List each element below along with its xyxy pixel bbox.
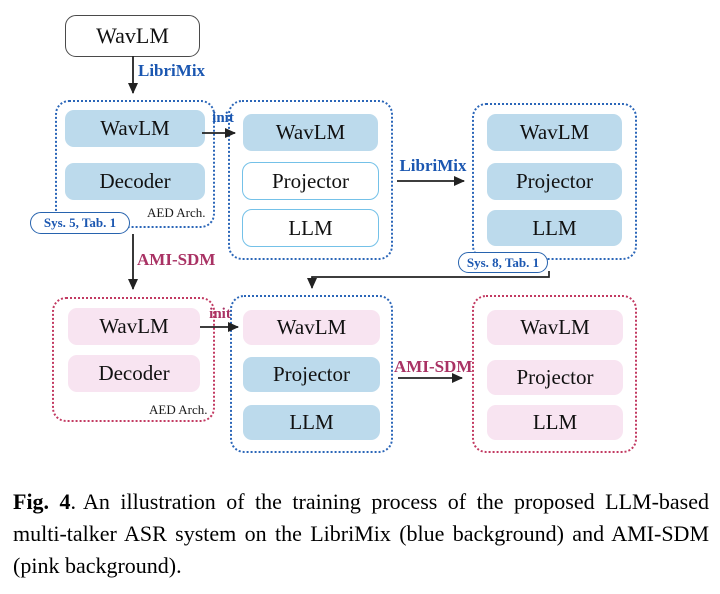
llm-librimix-trained-llm-block: LLM bbox=[487, 210, 622, 246]
amisdm-adapt-label: AMI-SDM bbox=[137, 250, 216, 269]
llm-librimix-init-llm-block: LLM bbox=[242, 209, 379, 247]
aed-amisdm-wavlm-block: WavLM bbox=[68, 308, 200, 345]
llm-amisdm-init-wavlm-block: WavLM bbox=[243, 310, 380, 345]
llm-amisdm-trained-llm-block: LLM bbox=[487, 405, 623, 440]
aed-librimix-decoder-block: Decoder bbox=[65, 163, 205, 200]
sys8-tab1-tag: Sys. 8, Tab. 1 bbox=[458, 252, 548, 273]
sys8-to-bottom-connector bbox=[307, 271, 550, 289]
aed-arch-label-bottom: AED Arch. bbox=[149, 402, 208, 417]
llm-librimix-trained-projector-block: Projector bbox=[487, 163, 622, 200]
aed-librimix-container bbox=[55, 100, 215, 228]
llm-librimix-init-container bbox=[228, 100, 393, 260]
llm-amisdm-trained-container bbox=[472, 295, 637, 453]
librimix-pretrain-label: LibriMix bbox=[138, 61, 206, 80]
aed-amisdm-container bbox=[52, 297, 215, 422]
init-bottom-label: init bbox=[209, 306, 231, 322]
llm-librimix-trained-container bbox=[472, 103, 637, 260]
sys5-tab1-tag: Sys. 5, Tab. 1 bbox=[30, 212, 130, 234]
amisdm-transfer-label: AMI-SDM bbox=[394, 357, 473, 376]
aed-amisdm-decoder-block: Decoder bbox=[68, 355, 200, 392]
init-top-label: init bbox=[212, 110, 234, 126]
aed-librimix-wavlm-block: WavLM bbox=[65, 110, 205, 147]
pretrained-wavlm-box: WavLM bbox=[65, 15, 200, 57]
figure-caption: Fig. 4.An illustration of the training p… bbox=[13, 486, 709, 582]
llm-librimix-init-wavlm-block: WavLM bbox=[243, 114, 378, 151]
librimix-transfer-label: LibriMix bbox=[399, 156, 467, 175]
llm-amisdm-init-container bbox=[230, 295, 393, 453]
llm-amisdm-trained-projector-block: Projector bbox=[487, 360, 623, 395]
llm-amisdm-init-projector-block: Projector bbox=[243, 357, 380, 392]
llm-amisdm-init-llm-block: LLM bbox=[243, 405, 380, 440]
llm-amisdm-trained-wavlm-block: WavLM bbox=[487, 310, 623, 345]
llm-librimix-trained-wavlm-block: WavLM bbox=[487, 114, 622, 151]
llm-librimix-init-projector-block: Projector bbox=[242, 162, 379, 200]
caption-figure-number: Fig. 4 bbox=[13, 489, 71, 514]
aed-arch-label-top: AED Arch. bbox=[147, 205, 206, 220]
caption-period: . bbox=[70, 489, 77, 514]
caption-text: An illustration of the training process … bbox=[13, 489, 709, 578]
